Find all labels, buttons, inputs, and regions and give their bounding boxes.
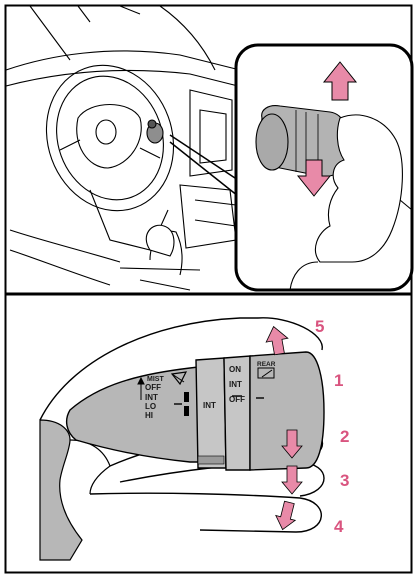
ring-knurl — [198, 456, 224, 464]
position-number-4: 4 — [334, 517, 344, 536]
arrow-down-icon — [273, 500, 299, 532]
zoom-inset — [236, 45, 412, 290]
front-hi-label: HI — [145, 411, 153, 420]
front-lo-label: LO — [145, 402, 156, 411]
position-number-1: 1 — [334, 371, 343, 390]
position-number-3: 3 — [340, 471, 349, 490]
position-number-5: 5 — [315, 317, 324, 336]
ring-int-label: INT — [203, 401, 216, 410]
front-mist-label: MIST — [147, 376, 164, 383]
position-number-2: 2 — [340, 427, 349, 446]
rear-on-label: ON — [229, 365, 241, 374]
front-int-label: INT — [145, 393, 158, 402]
front-off-label: OFF — [145, 383, 161, 392]
car-interior-illustration — [6, 6, 240, 290]
callout-line-upper — [170, 135, 238, 180]
arrow-up-icon — [264, 324, 291, 355]
rear-int-label: INT — [229, 380, 242, 389]
rear-label: REAR — [257, 361, 276, 368]
rear-off-label: OFF — [229, 395, 245, 404]
arrow-down-icon — [282, 466, 302, 494]
